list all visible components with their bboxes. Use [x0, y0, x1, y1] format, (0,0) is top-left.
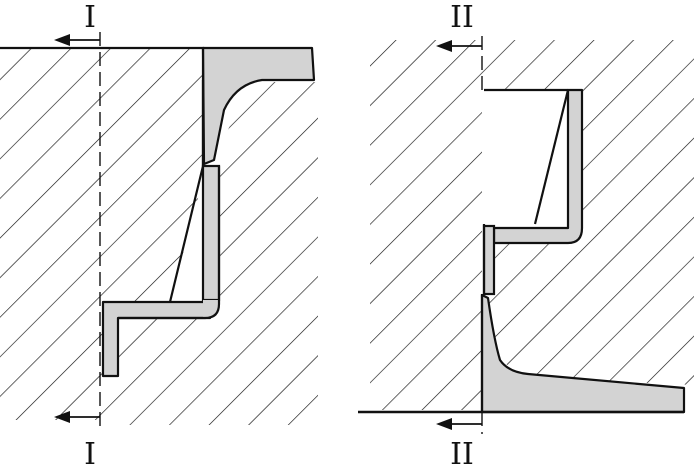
left-section-drawing: I I — [0, 0, 318, 466]
right-top-arrow-head — [436, 40, 452, 52]
left-top-arrow-head — [54, 34, 70, 46]
left-section-label-bottom: I — [84, 437, 96, 466]
right-flange-workpiece — [480, 293, 686, 414]
left-wall-workpiece — [201, 164, 221, 302]
right-die-hatched-region — [370, 40, 482, 410]
right-step-workpiece — [482, 224, 496, 296]
left-punch-hatched-region — [103, 82, 318, 425]
left-section-label-top: I — [84, 0, 96, 35]
right-bottom-arrow-head — [436, 418, 452, 430]
right-section-label-bottom: II — [450, 437, 474, 466]
right-section-drawing: II II — [358, 0, 694, 466]
left-bottom-arrow-head — [54, 411, 70, 423]
left-die-hatched-region — [0, 48, 203, 420]
right-punch-hatched-region — [482, 40, 694, 385]
right-section-label-top: II — [450, 0, 474, 35]
left-flange-workpiece — [201, 46, 316, 166]
